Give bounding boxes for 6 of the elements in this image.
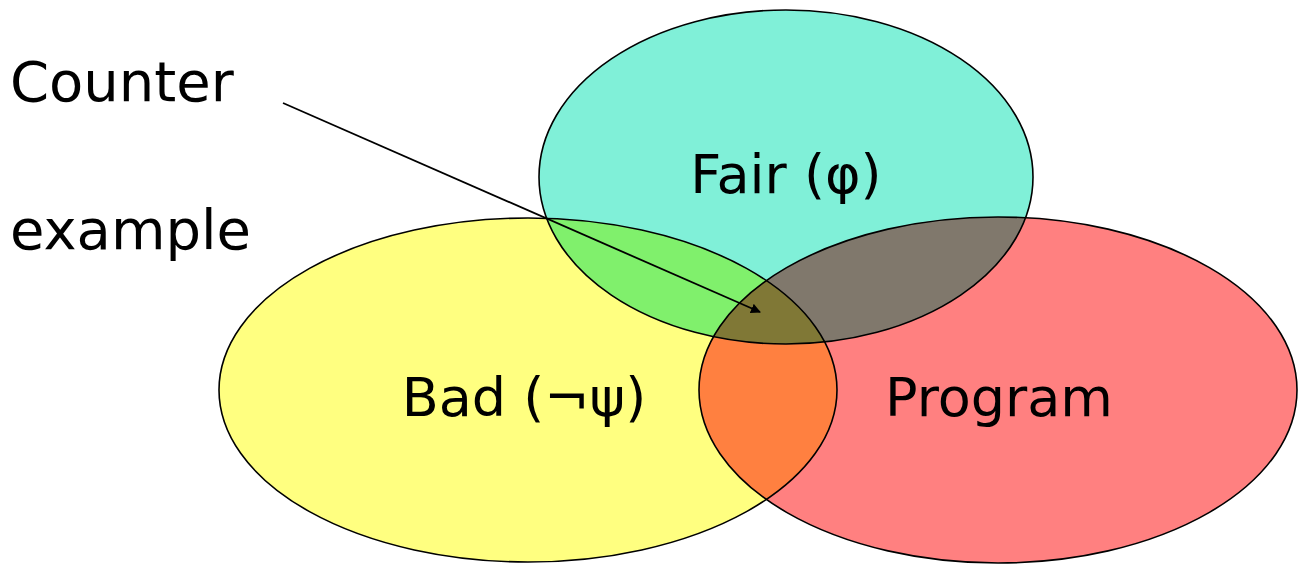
callout-text: Counter example [10, 8, 310, 304]
set-label: Program [884, 366, 1114, 430]
set-label: Fair (φ) [689, 143, 883, 207]
set-ellipse [698, 216, 1298, 564]
leader-line [282, 102, 761, 313]
set-label: Bad (¬ψ) [400, 366, 648, 430]
